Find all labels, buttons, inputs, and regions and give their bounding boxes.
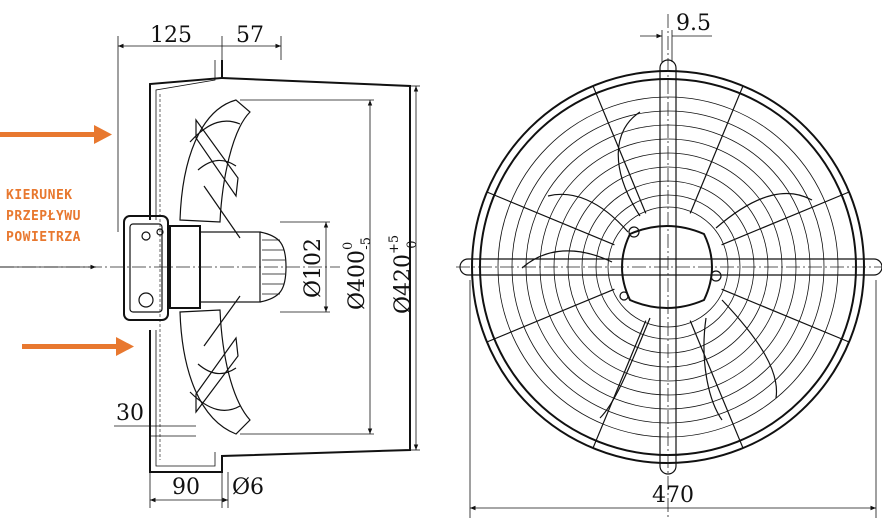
guard-spokes [486,85,850,449]
dim-57: 57 [236,23,264,48]
dim-470: 470 [652,483,694,508]
dim-30: 30 [116,401,144,426]
guard-spoke [721,288,850,343]
side-view: 125 57 [0,23,420,508]
fan-housing-outline [149,60,411,473]
guard-spoke [592,320,647,449]
flow-label-line3: POWIETRZA [6,230,81,245]
airflow-direction-label: KIERUNEK PRZEPŁYWU POWIETRZA [6,188,81,245]
dim-blade-diameter: Ø4000-5 [341,237,374,310]
bracket-width-dimension: 9.5 [640,11,712,62]
junction-box [123,215,169,321]
dim-9-5: 9.5 [676,11,711,36]
guard-spoke [689,85,744,214]
front-hub [619,225,722,309]
dim-125: 125 [150,23,192,48]
bottom-dimension-line: 90 Ø6 [149,472,264,508]
dim-d6: Ø6 [232,475,264,500]
flow-label-line2: PRZEPŁYWU [6,209,81,224]
guard-spoke [486,191,615,246]
front-fan-blades [521,111,813,421]
airflow-arrows [0,125,134,356]
front-view: 9.5 [456,11,882,520]
dim-90: 90 [172,475,200,500]
top-dimension-line: 125 57 [117,23,282,232]
dim-hub-diameter: Ø102 [301,238,326,298]
overall-width-dimension: 470 [469,280,877,518]
guard-spoke [721,191,850,246]
guard-spoke [592,85,647,214]
flow-label-line1: KIERUNEK [6,188,73,203]
flange-dimension: 30 [114,401,196,437]
guard-spoke [486,288,615,343]
guard-spoke [689,320,744,449]
fan-blades-profile [179,99,251,435]
